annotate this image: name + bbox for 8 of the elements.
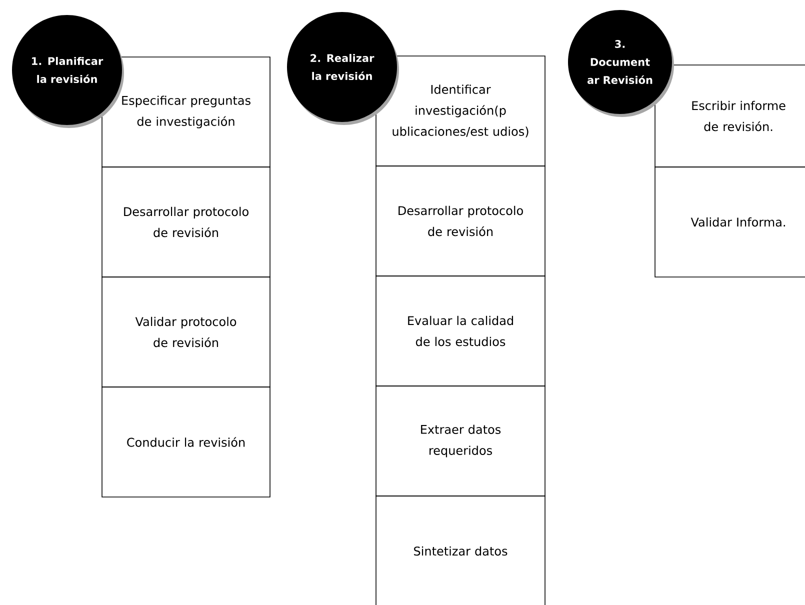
process-box: Extraer datos requeridos	[376, 386, 546, 496]
process-box: Evaluar la calidad de los estudios	[376, 276, 546, 386]
process-box: Desarrollar protocolo de revisión	[102, 166, 270, 278]
process-box: Validar Informa.	[654, 166, 805, 278]
process-box: Validar protocolo de revisión	[102, 276, 270, 388]
process-box: Desarrollar protocolo de revisión	[376, 166, 546, 276]
process-box: Conducir la revisión	[102, 386, 270, 498]
process-box: Sintetizar datos	[376, 496, 546, 605]
